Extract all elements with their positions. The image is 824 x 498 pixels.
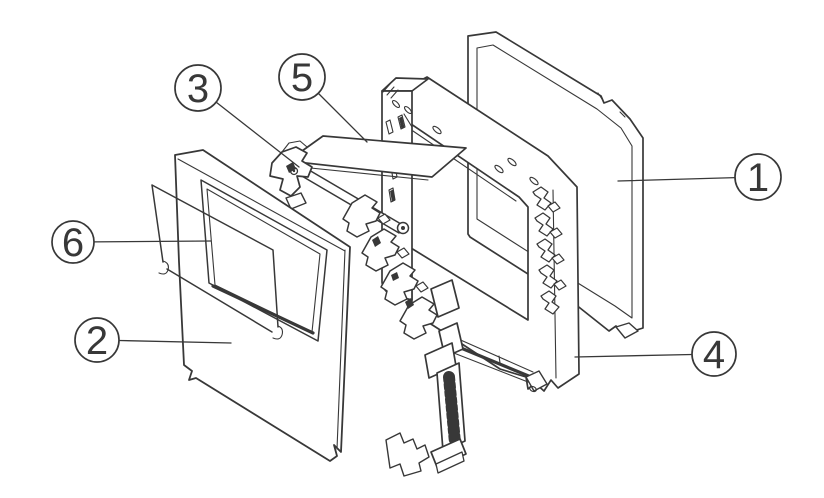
cover-window-frame <box>200 179 328 342</box>
callout-leader-5 <box>317 92 368 143</box>
callout-label-4: 4 <box>703 333 725 377</box>
callout-label-2: 2 <box>86 319 108 363</box>
part-front-cover <box>174 149 351 462</box>
callout-circle-5 <box>278 53 326 101</box>
marking-strip-edge <box>290 165 429 181</box>
callout-leader-2 <box>118 339 232 344</box>
marking-strip-face <box>287 135 467 178</box>
case-vent-slot <box>432 125 442 135</box>
part-label-film <box>151 184 284 340</box>
callout-label-6: 6 <box>62 221 84 265</box>
front-cover-top-rim <box>177 158 346 252</box>
lever-pivot-pin <box>401 226 405 230</box>
callout-leader-1 <box>617 177 736 182</box>
latch-pivot <box>289 166 299 176</box>
terminal-facets <box>372 236 414 309</box>
cover-window-shadow <box>211 284 315 335</box>
callout-label-5: 5 <box>291 56 313 100</box>
foot-base-lip <box>435 451 465 474</box>
side-panel-bottom-tab <box>615 322 639 339</box>
callout-label-1: 1 <box>747 156 769 200</box>
chassis-knurl-marks <box>382 83 399 99</box>
step-bracket <box>385 432 430 477</box>
callout-label-3: 3 <box>187 67 209 111</box>
front-cover-right-rim <box>336 249 346 450</box>
vent-ladder-slats <box>443 371 461 449</box>
callout-circle-6 <box>51 220 95 264</box>
callout-leader-6 <box>93 240 212 243</box>
callout-layer: 1 2 3 4 5 6 <box>51 53 782 377</box>
case-half-window-rim <box>412 130 517 202</box>
side-panel-inner-rim <box>476 44 633 319</box>
callout-circle-2 <box>74 317 120 363</box>
chassis-diag-mark <box>403 113 413 128</box>
latch-pivot-pin <box>292 169 296 173</box>
side-panel-notches <box>597 92 626 118</box>
front-cover-outline <box>174 149 351 462</box>
label-film-outline <box>151 184 279 333</box>
case-foot-knob <box>529 385 537 393</box>
label-film-feet <box>158 260 284 340</box>
part-marking-strip <box>287 135 467 181</box>
callout-leader-3 <box>215 101 300 168</box>
callout-circle-3 <box>174 64 222 112</box>
case-vent-slot <box>529 176 539 186</box>
case-vent-slot <box>494 164 504 174</box>
case-vent-slot <box>507 157 517 167</box>
latch-hook <box>281 140 308 153</box>
terminal-clamp <box>399 296 438 340</box>
chassis-slot-filled <box>390 116 405 202</box>
din-foot <box>385 342 467 477</box>
foot-base <box>430 438 467 468</box>
callout-circle-4 <box>691 331 737 377</box>
latch-lower-block <box>285 192 307 210</box>
terminal-block <box>430 279 460 318</box>
chassis-vent <box>391 99 401 109</box>
chassis-vent <box>403 105 413 115</box>
part-case-half <box>409 76 580 393</box>
callout-leader-4 <box>574 353 693 358</box>
callout-circle-1 <box>734 153 782 201</box>
